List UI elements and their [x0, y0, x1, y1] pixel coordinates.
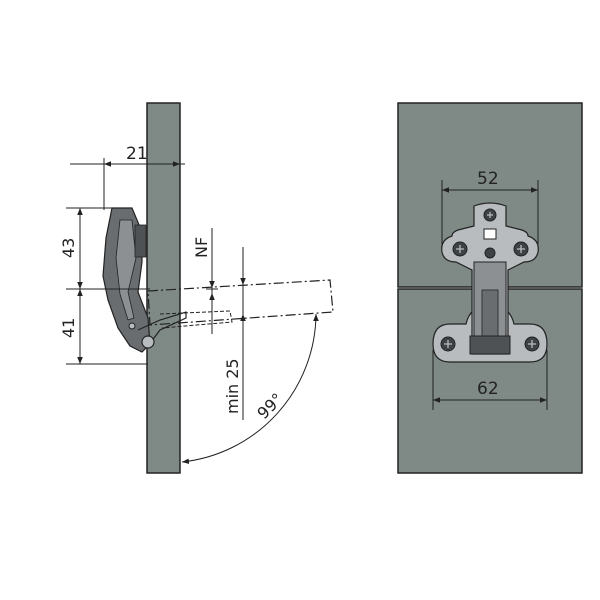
adjust-screw-top	[483, 208, 497, 222]
cup-screw-right	[513, 241, 529, 257]
dim-min-label: min 25	[223, 358, 242, 414]
dim-lower-label: 41	[59, 318, 78, 338]
dim-vertical-chain: 43 41	[59, 207, 150, 365]
dim-upper-label: 43	[59, 238, 78, 258]
dim-top-holes-52: 52	[441, 169, 539, 244]
dim-angle: 99°	[181, 313, 319, 465]
plate-screw-right	[524, 336, 540, 352]
dim-min25: min 25	[223, 247, 246, 420]
dim-nf: NF	[192, 228, 218, 334]
dim-depth-21: 21	[70, 144, 185, 210]
cabinet-side-panel	[146, 102, 181, 474]
front-view: 52 62	[397, 102, 583, 474]
door-open-outline	[147, 279, 334, 326]
dim-plate-holes-label: 62	[477, 379, 499, 399]
plate-screw-left	[440, 336, 456, 352]
hinge-pivot-small	[128, 322, 136, 330]
side-view: 21 43 41 NF min 25	[59, 102, 334, 474]
hinge-arm-base	[469, 335, 511, 355]
dim-top-holes-label: 52	[477, 169, 499, 189]
dim-depth-label: 21	[126, 144, 148, 164]
dim-angle-label: 99°	[253, 389, 286, 422]
cup-screw-left	[452, 241, 468, 257]
adjust-screw-middle	[484, 247, 496, 259]
hinge-pivot	[141, 335, 155, 349]
hinge-arm-slot	[481, 289, 499, 343]
dim-nf-label: NF	[192, 237, 211, 258]
hinge-mount-block	[134, 224, 147, 258]
hinge-arm-inner	[115, 219, 137, 321]
dim-plate-holes-62: 62	[432, 350, 548, 410]
cup-square-marker	[483, 228, 497, 240]
